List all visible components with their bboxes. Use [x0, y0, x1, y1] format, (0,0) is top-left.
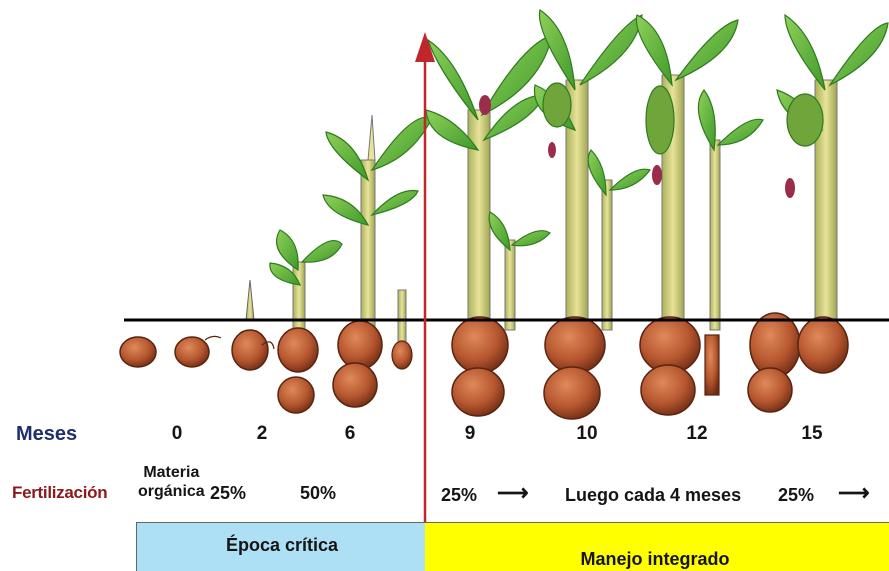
right-arrow-icon: ⟶ [497, 480, 529, 506]
fertilization-25-month-9: 25% [441, 485, 477, 506]
integrated-management-label: Manejo integrado [580, 549, 729, 570]
corm-stage-0 [120, 336, 221, 367]
fertilization-25-month-15: 25% [778, 485, 814, 506]
months-label: Meses [16, 423, 77, 446]
fertilization-every-4-months: Luego cada 4 meses [565, 485, 741, 506]
plant-stage-15 [748, 15, 888, 412]
month-6: 6 [345, 423, 356, 445]
fertilization-label: Fertilización [12, 483, 107, 503]
month-0: 0 [172, 423, 183, 445]
critical-period-band: Época crítica [136, 522, 425, 571]
month-15: 15 [801, 423, 822, 445]
fertilization-materia-organica: Materia orgánica [138, 463, 205, 501]
materia-line-2: orgánica [138, 482, 205, 501]
month-9: 9 [465, 423, 476, 445]
critical-period-label: Época crítica [226, 535, 338, 556]
month-12: 12 [686, 423, 707, 445]
fertilization-50-month-6: 50% [300, 483, 336, 504]
month-10: 10 [576, 423, 597, 445]
plant-stage-2 [232, 280, 274, 370]
right-arrow-icon: ⟶ [838, 480, 870, 506]
integrated-management-band: Manejo integrado [425, 522, 889, 571]
month-2: 2 [257, 423, 268, 445]
fertilization-25-month-2: 25% [210, 483, 246, 504]
plant-stage-12 [636, 15, 763, 415]
plant-stage-6b [323, 115, 432, 407]
plant-stage-10 [535, 10, 651, 419]
plant-stage-9 [426, 35, 552, 416]
materia-line-1: Materia [138, 463, 205, 482]
